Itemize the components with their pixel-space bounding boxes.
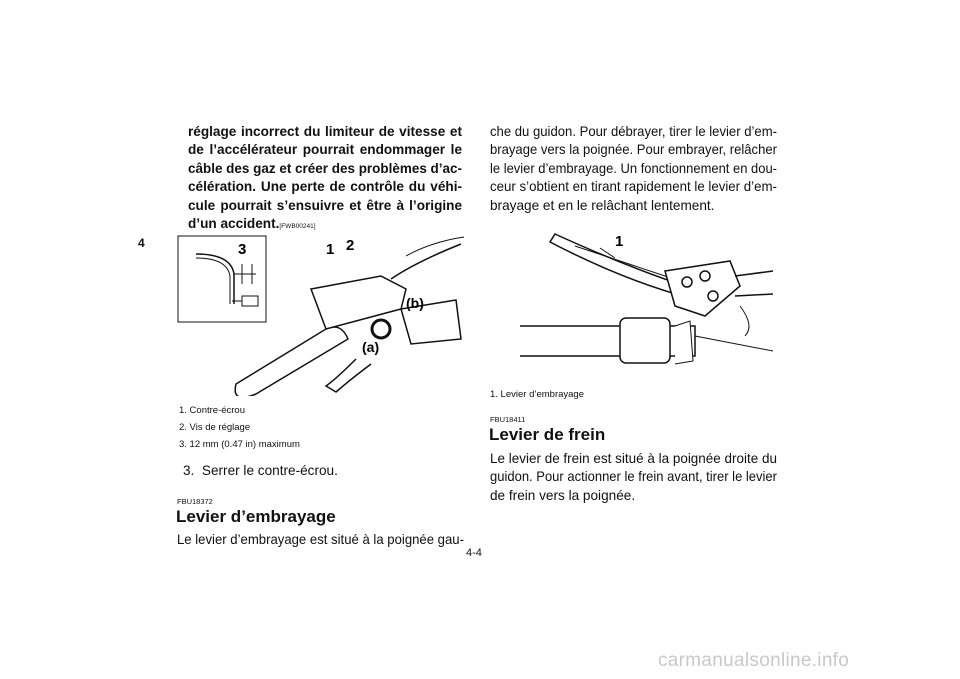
throttle-illustration: 3 1 2 (b) (a) [177, 235, 465, 396]
chapter-tab: 4 [138, 236, 154, 256]
figure-label-a: (a) [362, 339, 379, 355]
body-line: che du guidon. Pour débrayer, tirer le l… [490, 124, 778, 139]
warning-line: d’un accident.[FWB00241] [188, 215, 316, 236]
section-heading: Levier de frein [489, 425, 606, 444]
body-line: le levier d’embrayage. Un fonctionnement… [490, 161, 778, 176]
warning-text: d’un accident. [188, 216, 280, 231]
caption-item: 1. Contre-écrou [179, 405, 246, 416]
caption-item: 2. Vis de réglage [179, 422, 251, 433]
body-line: Le levier de frein est situé à la poigné… [490, 451, 778, 466]
body-line: de frein vers la poignée. [490, 488, 636, 503]
figure-label-b: (b) [406, 295, 424, 311]
watermark: carmanualsonline.info [658, 650, 850, 671]
figure-label-1: 1 [615, 233, 623, 250]
body-line: brayage et en le relâchant lentement. [490, 198, 715, 213]
warning-line: réglage incorrect du limiteur de vitesse… [188, 124, 462, 139]
warning-code: [FWB00241] [279, 223, 316, 230]
section-heading: Levier d’embrayage [176, 507, 336, 526]
body-line: guidon. Pour actionner le frein avant, t… [490, 469, 777, 484]
warning-line: de l’accélérateur pourrait endommager le [188, 142, 463, 157]
warning-line: cule pourrait s’ensuivre et être à l’ori… [188, 198, 463, 213]
warning-line: câble des gaz et créer des problèmes d’a… [188, 161, 462, 176]
figure-label-3: 3 [238, 241, 246, 258]
clutch-lever-illustration: 1 [520, 233, 774, 365]
caption-item: 1. Levier d’embrayage [490, 389, 584, 400]
caption-item: 3. 12 mm (0.47 in) maximum [179, 439, 300, 450]
section-code: FBU18411 [490, 415, 526, 424]
figure-label-2: 2 [346, 237, 354, 254]
body-line: ceur s’obtient en tirant rapidement le l… [490, 179, 777, 194]
page-number: 4-4 [466, 547, 482, 559]
section-code: FBU18372 [177, 497, 213, 506]
step-text: 3. Serrer le contre-écrou. [183, 463, 338, 478]
body-line: brayage vers la poignée. Pour embrayer, … [490, 142, 777, 157]
figure-label-1: 1 [326, 241, 334, 258]
body-line: Le levier d’embrayage est situé à la poi… [177, 532, 464, 547]
warning-line: célération. Une perte de contrôle du véh… [188, 179, 463, 194]
